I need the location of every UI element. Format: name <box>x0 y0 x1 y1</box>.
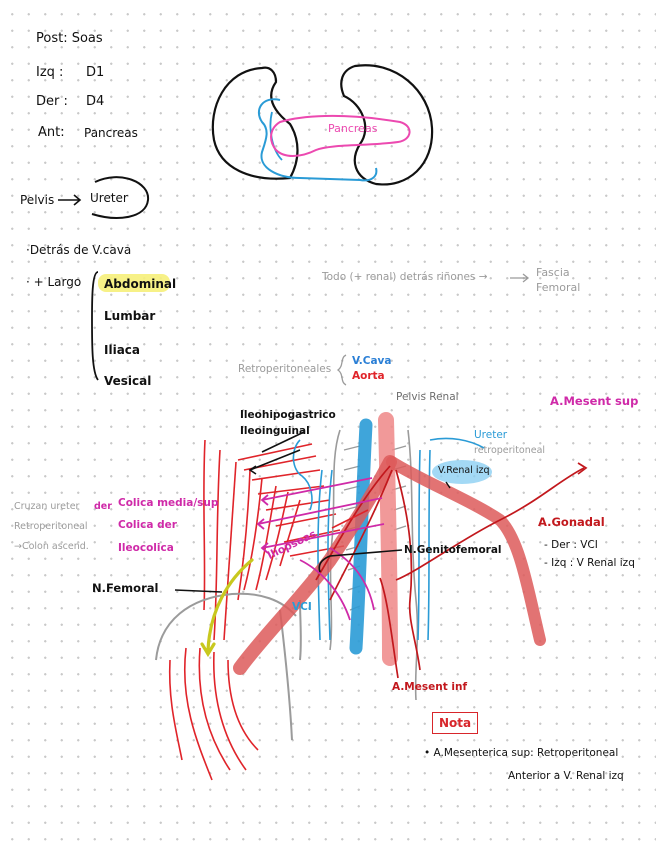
pancreas-label: Pancreas <box>328 122 378 135</box>
ileoinguinal-label: Ileoinguinal <box>240 425 310 437</box>
n-genitofemoral-label: N.Genitofemoral <box>404 544 502 556</box>
highlight-abdominal <box>98 274 170 292</box>
cruzan-retro-label: Retroperitoneal <box>14 521 88 532</box>
post-note: Post: Soas <box>36 31 103 46</box>
der-label: Der : <box>36 94 68 109</box>
ureter-circle <box>91 176 150 219</box>
retro-brace <box>336 354 347 386</box>
izq-label: Izq : <box>36 65 64 80</box>
ureter-retro-label-2: retroperitoneal <box>474 445 546 456</box>
vci-label: VCI <box>292 601 312 613</box>
a-gonadal-label: A.Gonadal <box>538 515 605 529</box>
a-mesent-inf-label: A.Mesent inf <box>392 681 468 693</box>
left-kidney-outline <box>340 64 434 186</box>
gonadal-izq-note: - Izq : V Renal izq <box>544 557 635 569</box>
colica-media-label: Colica media/sup <box>118 497 219 509</box>
retroperitoneal-note: Retroperitoneales <box>238 363 332 375</box>
ureter-label: Ureter <box>90 191 128 205</box>
right-kidney-outline <box>211 66 299 180</box>
vena-cava-thick <box>349 418 373 655</box>
femoral-nerve-arrow <box>200 558 254 658</box>
izq-value: D1 <box>86 65 105 80</box>
sub-item-iliac: Iliaca <box>104 343 140 357</box>
nerve-fan-red <box>168 439 345 781</box>
renal-vein-blob <box>432 460 492 484</box>
sub-item-lumbar: Lumbar <box>104 309 156 323</box>
duodenum-outline <box>257 98 378 182</box>
ileohipogastric-label: Ileohipogastrico <box>240 409 336 421</box>
sub-item-abdominal: Abdominal <box>104 277 177 291</box>
ant-label: Ant: <box>38 125 65 140</box>
ureter-pointer <box>445 481 451 489</box>
v-renal-izq-label: V.Renal izq <box>438 465 490 476</box>
arrow-pelvis-ureter <box>58 194 82 206</box>
ant-value: Pancreas <box>84 126 138 140</box>
gonadal-band-thick <box>233 455 397 675</box>
pancreas-outline <box>270 114 411 157</box>
todo-note: Todo (+ renal) detrás riñones → <box>322 271 488 283</box>
nota-box: Nota <box>432 712 479 734</box>
colic-arrows <box>256 477 385 621</box>
n-femoral-label: N.Femoral <box>92 581 159 595</box>
der-value: D4 <box>86 94 105 109</box>
pelvis-curve-gray <box>155 592 297 661</box>
nota-line-1: • A.Mesenterica sup: Retroperitoneal <box>424 747 619 759</box>
gonadal-arteries <box>315 462 588 679</box>
gonadal-der-note: - Der : VCI <box>544 539 598 551</box>
a-mesent-sup-label: A.Mesent sup <box>550 394 639 408</box>
list-item-behind-cava: ·Detrás de V.cava <box>26 243 132 257</box>
todo-arrow <box>510 273 530 283</box>
nerve-arrows-black <box>174 431 403 593</box>
iliopsoas-arrow <box>331 509 369 529</box>
cruzan-der-label: der <box>94 501 112 512</box>
ureter-retro-label: Ureter <box>474 429 508 441</box>
aorta-label: Aorta <box>352 370 385 382</box>
fascia-note: Fascia Femoral <box>536 266 581 294</box>
pelvis-label: Pelvis <box>20 193 55 207</box>
colica-der-label: Colica der <box>118 519 177 531</box>
list-item-longer: · + Largo <box>26 275 82 289</box>
ileocolica-label: Ileocolica <box>118 542 174 554</box>
list-brace <box>91 271 99 381</box>
vcava-label: V.Cava <box>352 355 392 367</box>
nota-line-2: Anterior a V. Renal izq <box>508 770 624 782</box>
cruzan-ureter-label: Cruzan ureter <box>14 501 80 512</box>
colon-ascend-label: →Colon ascend. <box>14 541 89 552</box>
sub-item-vesical: Vesical <box>104 374 152 388</box>
pelvis-renal-label: Pelvis Renal <box>396 391 459 403</box>
